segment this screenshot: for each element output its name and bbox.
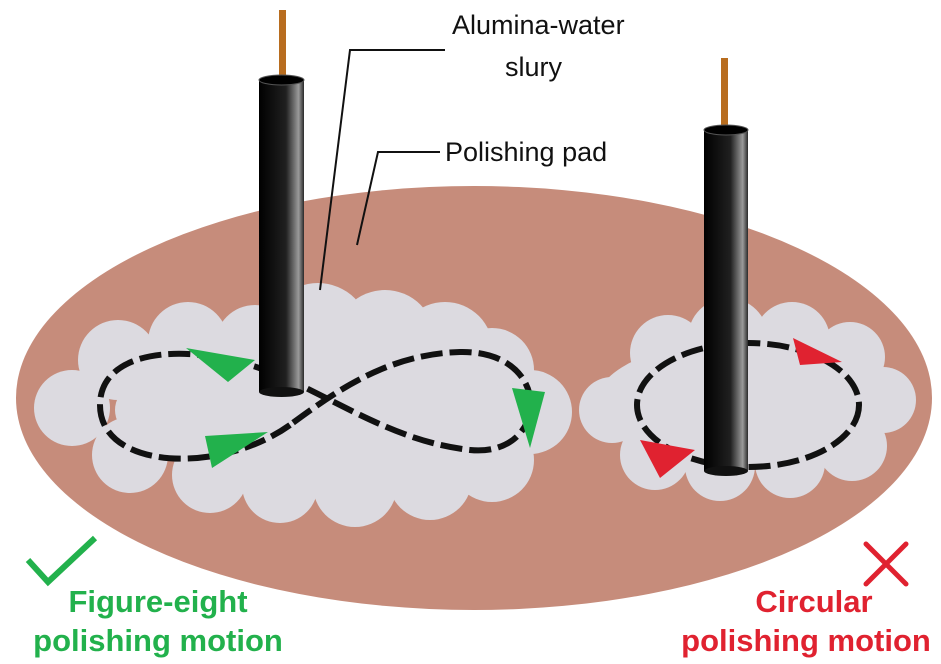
check-mark-icon <box>25 535 98 587</box>
electrode-rod-left <box>259 80 304 392</box>
green-arrow-top <box>186 348 255 382</box>
bad-caption-line1: Circular <box>755 584 872 619</box>
wire-right <box>721 58 728 134</box>
pad-callout-line <box>356 151 440 246</box>
red-arrow-bottom <box>640 440 695 478</box>
good-caption-line1: Figure-eight <box>68 584 247 619</box>
slurry-label-line1: Alumina-water <box>452 10 625 40</box>
pad-label: Polishing pad <box>445 137 607 167</box>
green-arrow-right <box>512 388 545 448</box>
slurry-callout-line <box>319 49 445 291</box>
wire-left <box>279 10 286 86</box>
slurry-label-line2: slury <box>505 52 563 82</box>
electrode-left <box>258 10 305 397</box>
figure-eight-path <box>96 348 534 462</box>
electrode-rod-right <box>704 130 748 471</box>
electrode-right <box>703 58 749 476</box>
green-arrow-bottom <box>205 432 268 468</box>
good-caption-line2: polishing motion <box>33 623 283 658</box>
bad-caption-line2: polishing motion <box>681 623 931 658</box>
cross-mark-icon <box>863 541 909 587</box>
red-arrow-top <box>793 338 842 365</box>
